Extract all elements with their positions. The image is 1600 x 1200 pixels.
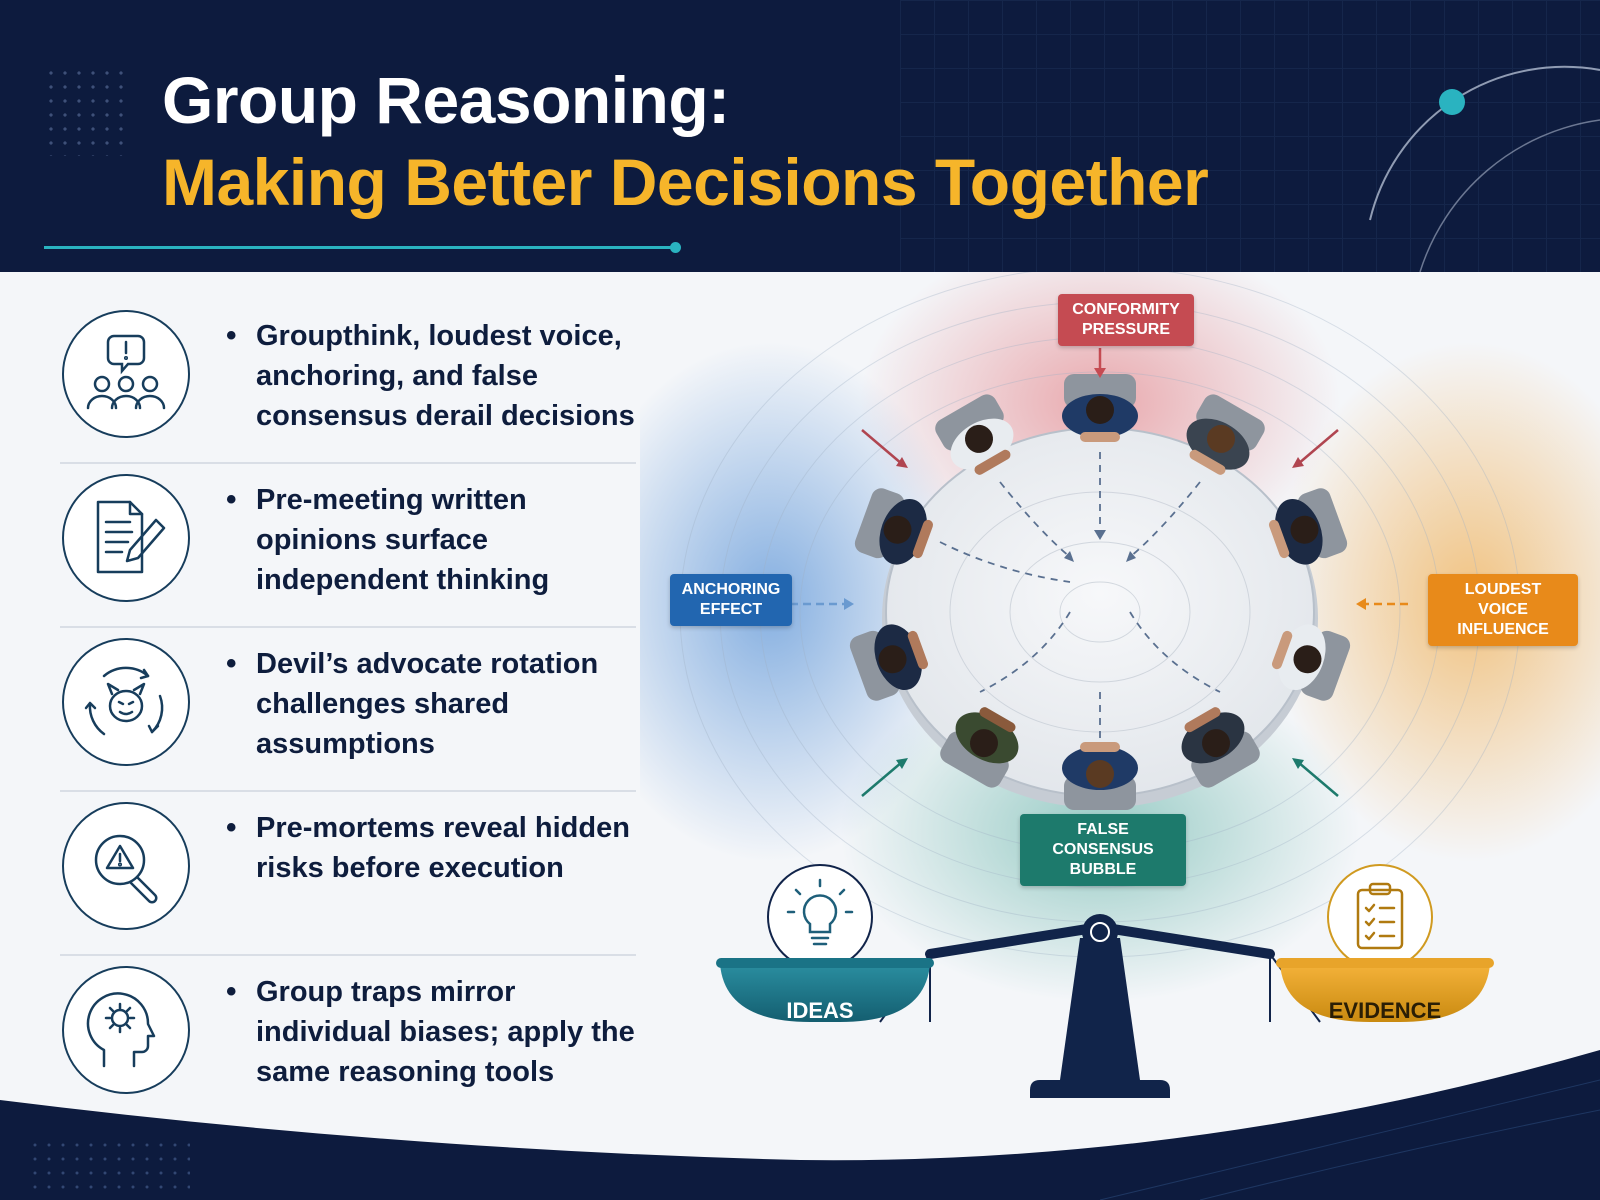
key-points-list: Groupthink, loudest voice, anchoring, an… <box>60 300 636 1120</box>
header-banner: Group Reasoning: Making Better Decisions… <box>0 0 1600 272</box>
balance-scale <box>716 864 1494 1098</box>
list-item-text: Group traps mirror individual biases; ap… <box>226 972 646 1092</box>
list-item-text: Pre-mortems reveal hidden risks before e… <box>226 808 646 888</box>
head-gear-icon <box>62 966 190 1094</box>
document-pencil-icon <box>62 474 190 602</box>
false-consensus-tag: FALSE CONSENSUS BUBBLE <box>1020 814 1186 886</box>
list-item: Pre-mortems reveal hidden risks before e… <box>60 792 636 956</box>
devil-rotation-icon <box>62 638 190 766</box>
group-alert-icon <box>62 310 190 438</box>
conformity-pressure-tag: CONFORMITY PRESSURE <box>1058 294 1194 346</box>
ideas-label: IDEAS <box>786 998 854 1023</box>
header-dots-decoration <box>44 66 124 156</box>
page-title: Group Reasoning: <box>162 63 730 137</box>
meeting-participants <box>849 374 1351 810</box>
list-item-text: Pre-meeting written opinions surface ind… <box>226 480 646 600</box>
anchoring-effect-tag: ANCHORING EFFECT <box>670 574 792 626</box>
title-underline-dot <box>670 242 681 253</box>
orbit-decoration <box>1369 65 1600 272</box>
footer-wave-decoration <box>0 1050 1600 1200</box>
warning-magnifier-icon <box>62 802 190 930</box>
page-subtitle: Making Better Decisions Together <box>162 145 1209 219</box>
list-item: Devil’s advocate rotation challenges sha… <box>60 628 636 792</box>
loudest-voice-tag: LOUDEST VOICE INFLUENCE <box>1428 574 1578 646</box>
list-item-text: Groupthink, loudest voice, anchoring, an… <box>226 316 646 436</box>
list-item: Group traps mirror individual biases; ap… <box>60 956 636 1120</box>
list-item: Pre-meeting written opinions surface ind… <box>60 464 636 628</box>
meeting-diagram: CONFORMITY PRESSURE ANCHORING EFFECT LOU… <box>570 232 1600 1132</box>
list-item: Groupthink, loudest voice, anchoring, an… <box>60 300 636 464</box>
title-underline <box>44 246 674 249</box>
list-item-text: Devil’s advocate rotation challenges sha… <box>226 644 646 764</box>
evidence-label: EVIDENCE <box>1328 998 1442 1023</box>
header-grid-decoration <box>900 0 1600 272</box>
